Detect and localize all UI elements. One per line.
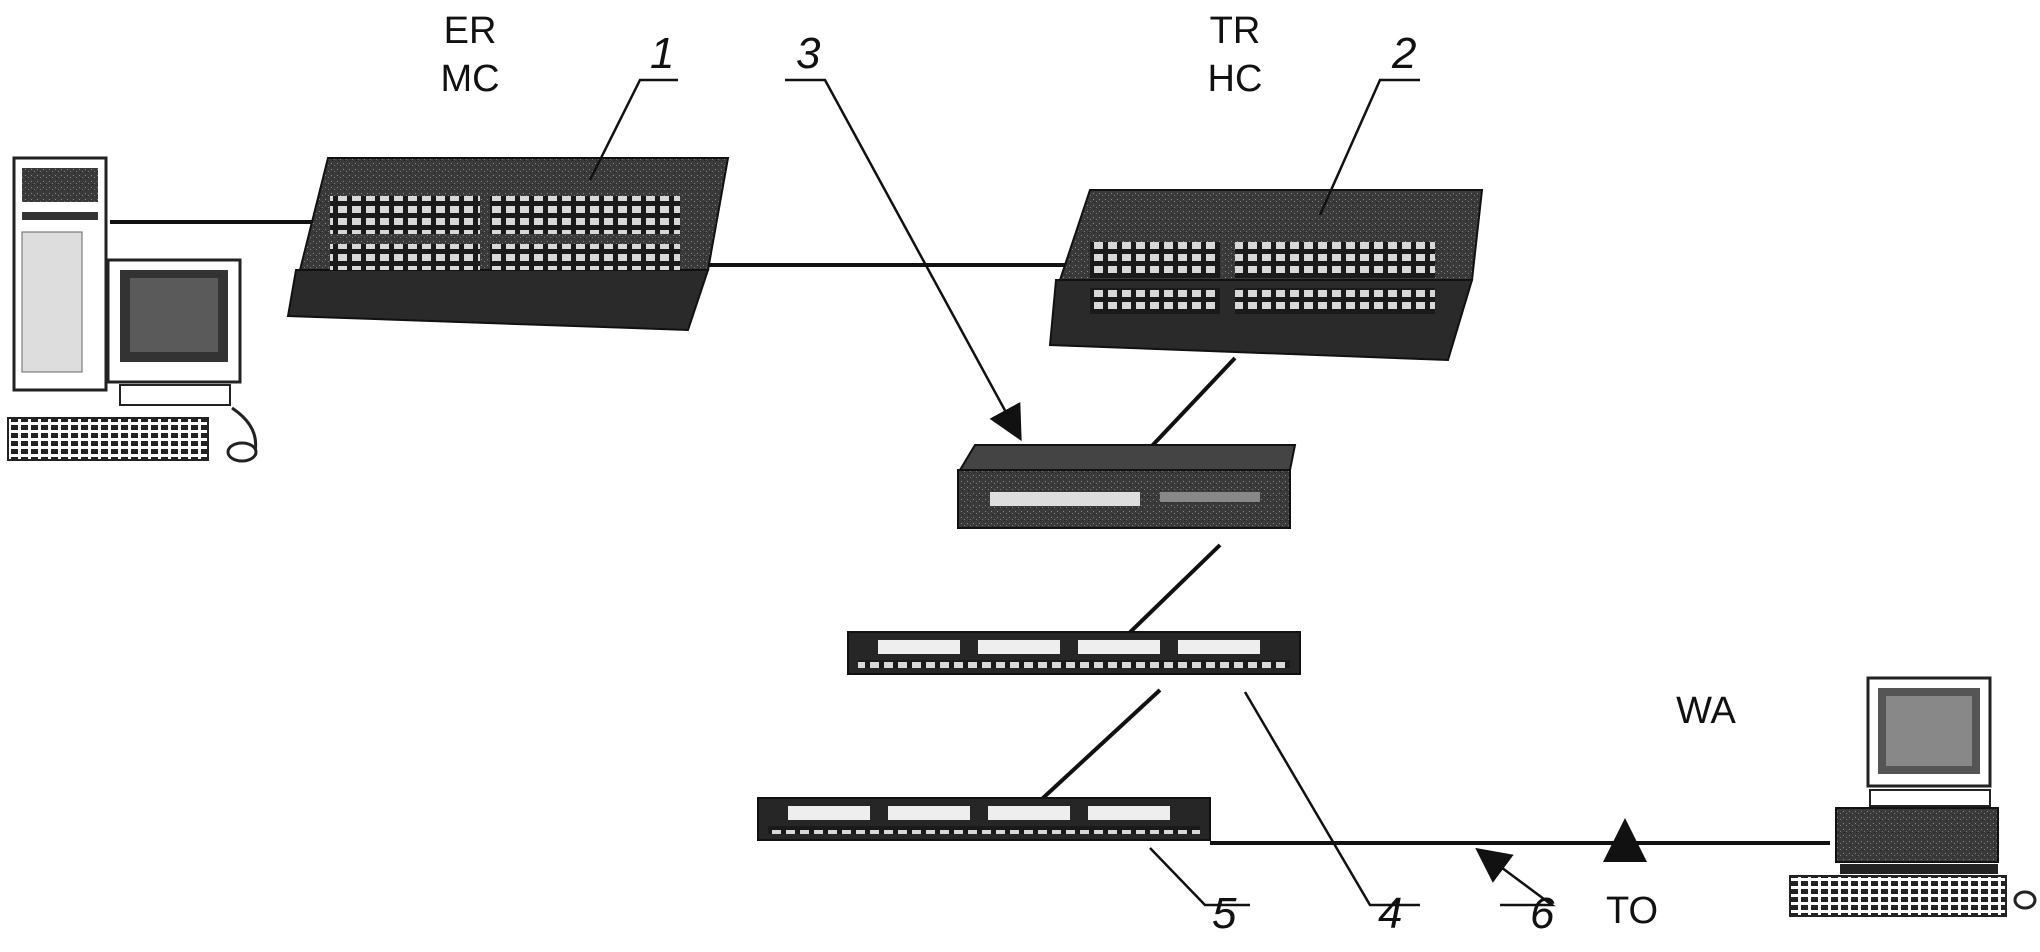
label-wa: WA — [1676, 690, 1736, 732]
cables — [110, 220, 1830, 845]
label-tr: TR — [1209, 10, 1261, 52]
horizontal-cross-connect — [1048, 189, 1484, 362]
triangle-outlet-icon — [1603, 818, 1647, 862]
rack-switch-icon — [1048, 189, 1484, 362]
server-computer — [7, 156, 258, 463]
telecom-outlet — [1603, 818, 1647, 862]
leader-4 — [1243, 691, 1420, 907]
leader-6 — [1475, 847, 1556, 907]
callout-6: 6 — [1530, 889, 1555, 938]
label-er: ER — [443, 10, 497, 52]
leader-1 — [588, 78, 678, 181]
cable-panel-upper-to-panel-lower — [1028, 688, 1162, 812]
network-hub — [957, 444, 1297, 529]
callout-3: 3 — [796, 29, 821, 78]
leader-2 — [1318, 78, 1420, 216]
desktop-computer-icon — [1789, 676, 2037, 917]
workstation-computer — [1789, 676, 2037, 917]
hub-icon — [957, 444, 1297, 529]
leader-3 — [785, 78, 1022, 442]
leader-5 — [1149, 847, 1250, 907]
patch-panel-icon — [847, 631, 1301, 675]
callout-2: 2 — [1392, 29, 1417, 78]
patch-panel-upper — [847, 631, 1301, 675]
callout-1: 1 — [650, 29, 675, 78]
callout-4: 4 — [1378, 889, 1403, 938]
cable-hub-to-panel-upper — [1118, 543, 1222, 644]
desktop-computer-icon — [7, 156, 258, 463]
cable-hc-to-hub — [1148, 356, 1237, 450]
patch-panel-icon — [757, 797, 1211, 841]
leader-lines — [588, 78, 1556, 907]
main-cross-connect — [286, 157, 730, 332]
label-mc: MC — [440, 58, 500, 100]
label-to: TO — [1605, 890, 1659, 932]
patch-panel-lower — [757, 797, 1211, 841]
callout-5: 5 — [1212, 889, 1237, 938]
label-hc: HC — [1207, 58, 1263, 100]
rack-switch-icon — [286, 157, 730, 332]
